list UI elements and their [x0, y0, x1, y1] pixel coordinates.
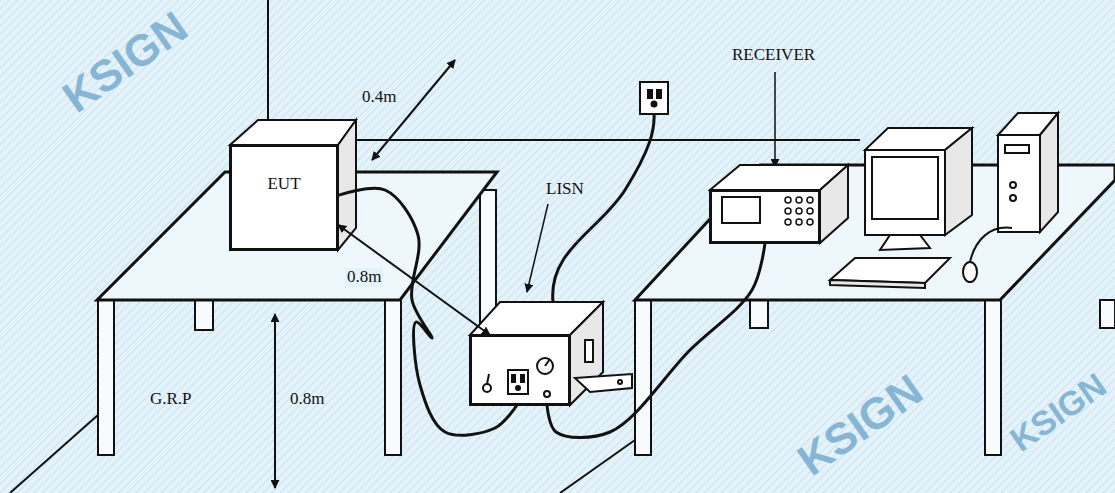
dimension-line — [372, 60, 455, 160]
left-table — [98, 300, 114, 455]
left-table — [195, 300, 213, 330]
wall-outlet — [553, 113, 654, 302]
receiver-box — [807, 208, 813, 214]
lisn-cube — [512, 375, 515, 382]
wall-outlet — [640, 82, 668, 114]
antenna — [267, 0, 269, 128]
leader-line — [527, 204, 548, 292]
receiver-box — [785, 208, 791, 214]
back-edge — [356, 139, 860, 141]
right-table — [635, 300, 651, 455]
lisn-cube — [470, 302, 603, 405]
lisn-cube — [544, 391, 550, 397]
power-cable — [338, 188, 517, 435]
wall-outlet — [648, 90, 652, 98]
callout-label: LISN — [546, 180, 584, 199]
computer — [1005, 145, 1029, 153]
dimension-line — [275, 60, 455, 488]
receiver-box — [785, 197, 813, 225]
computer — [830, 258, 950, 283]
computer — [1010, 182, 1016, 188]
wall-outlet — [657, 90, 661, 98]
computer — [1010, 195, 1016, 201]
computer — [872, 157, 938, 219]
ground-bracket — [575, 374, 632, 392]
callout-label: RECEIVER — [732, 46, 815, 65]
lisn-cube — [487, 374, 489, 384]
leader-line — [774, 72, 776, 167]
box-label: EUT — [267, 175, 300, 194]
computer — [880, 235, 930, 250]
receiver-box — [807, 197, 813, 203]
ground-plane — [560, 440, 635, 493]
back-edge — [356, 139, 860, 141]
dimension-label: 0.8m — [290, 390, 324, 409]
right-table — [750, 300, 768, 328]
eut-box: EUT — [230, 145, 338, 250]
receiver-box — [796, 208, 802, 214]
computer — [963, 262, 977, 282]
receiver-box — [796, 197, 802, 203]
computer — [1040, 113, 1058, 232]
computer — [830, 113, 1058, 288]
lisn-cube — [585, 340, 593, 362]
receiver-box — [710, 190, 820, 243]
distance-dimension — [338, 225, 490, 335]
right-table — [1100, 300, 1115, 328]
lisn-cube — [470, 335, 570, 405]
receiver-box — [785, 219, 791, 225]
receiver-box — [722, 197, 760, 223]
eut-cube — [230, 145, 338, 250]
receiver-box — [710, 165, 848, 243]
antenna — [267, 0, 269, 128]
receiver-box — [807, 219, 813, 225]
receiver-box: RECEIVER — [710, 190, 820, 243]
right-table — [985, 300, 1001, 455]
rf-cable — [547, 243, 765, 438]
wall-outlet — [652, 102, 657, 107]
lisn-cube — [483, 384, 491, 392]
computer — [998, 135, 1040, 232]
left-table — [385, 300, 401, 455]
lisn-cube — [537, 358, 553, 374]
lisn-box: LISN — [470, 335, 570, 405]
computer — [830, 280, 925, 288]
eut-cube — [230, 120, 356, 145]
ground-plane — [10, 415, 98, 493]
lisn-cube — [545, 359, 550, 366]
lisn-cube — [516, 386, 520, 390]
dimension-label: 0.4m — [362, 88, 396, 107]
ground-bracket — [618, 380, 622, 384]
computer — [865, 150, 945, 235]
eut-cube — [230, 120, 356, 250]
computer — [945, 128, 972, 235]
dimension-line — [274, 314, 276, 488]
lisn-cube — [508, 370, 528, 394]
ground-bracket — [575, 374, 632, 392]
receiver-box — [820, 165, 848, 243]
lisn-cube — [521, 375, 524, 382]
dimension-label: 0.8m — [345, 268, 383, 287]
receiver-box — [796, 219, 802, 225]
ground-plane-label: G.R.P — [150, 390, 192, 409]
computer — [970, 228, 1012, 262]
receiver-box — [785, 197, 791, 203]
